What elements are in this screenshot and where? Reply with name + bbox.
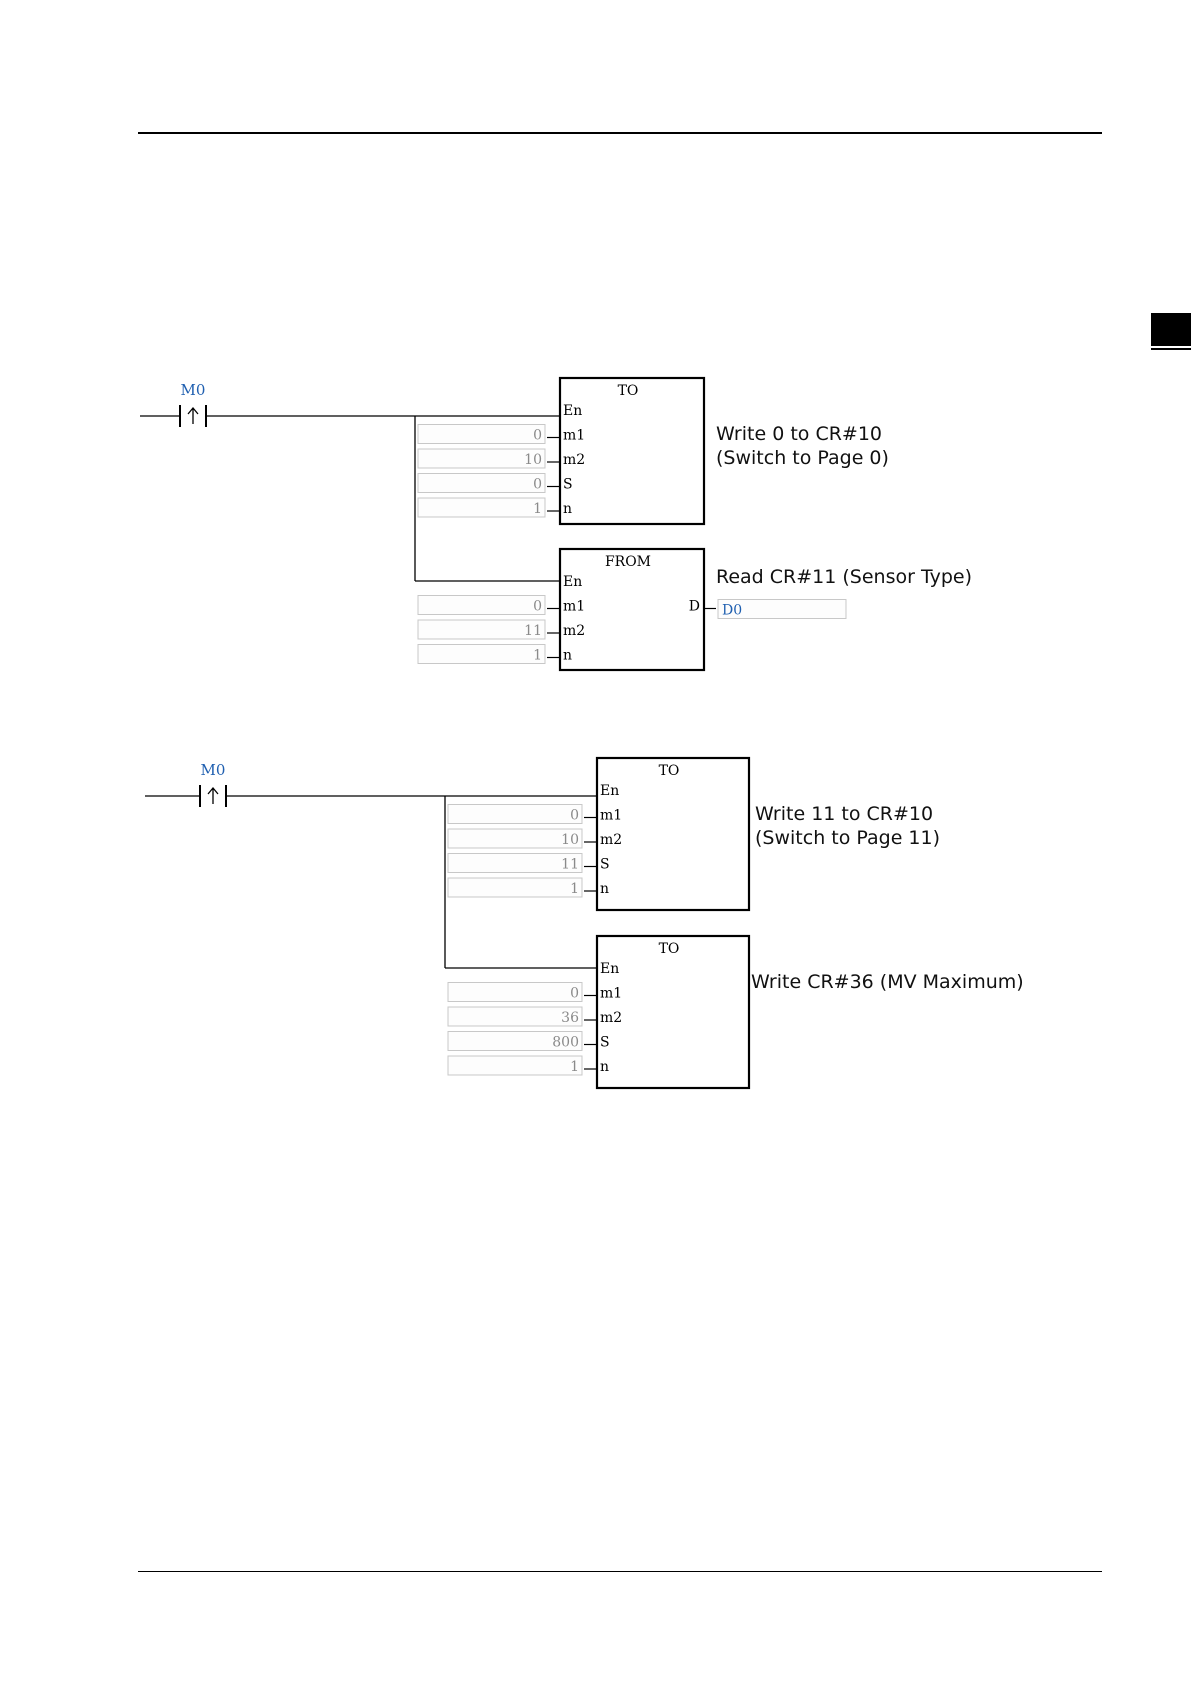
contact-device-label: M0 bbox=[201, 761, 226, 779]
operand-value: 0 bbox=[533, 477, 542, 493]
pin-label: m1 bbox=[563, 599, 585, 615]
pin-label: m1 bbox=[600, 808, 622, 824]
operand-field bbox=[448, 805, 582, 824]
operand-value: 1 bbox=[570, 1059, 579, 1075]
contact-device-label: M0 bbox=[181, 381, 206, 399]
operand-value: 10 bbox=[561, 832, 579, 848]
pin-label: En bbox=[563, 403, 582, 419]
pin-label: m1 bbox=[563, 428, 585, 444]
pin-label: m2 bbox=[563, 452, 585, 468]
operand-value: 0 bbox=[570, 808, 579, 824]
operand-field bbox=[448, 1056, 582, 1075]
pin-label: En bbox=[563, 574, 582, 590]
block-comment: Write 11 to CR#10 bbox=[755, 803, 933, 825]
block-name: TO bbox=[618, 383, 639, 399]
operand-value: 800 bbox=[552, 1035, 579, 1051]
operand-field bbox=[448, 878, 582, 897]
operand-field bbox=[418, 425, 545, 444]
block-comment: Write CR#36 (MV Maximum) bbox=[751, 971, 1024, 993]
rising-edge-contact-icon bbox=[208, 788, 218, 804]
pin-label: S bbox=[600, 857, 610, 873]
operand-value: 36 bbox=[561, 1010, 579, 1026]
operand-field bbox=[418, 498, 545, 517]
block-comment: (Switch to Page 11) bbox=[755, 827, 940, 849]
block-comment: Read CR#11 (Sensor Type) bbox=[716, 566, 972, 588]
output-pin-label: D bbox=[689, 599, 700, 615]
pin-label: n bbox=[563, 501, 572, 517]
operand-value: 0 bbox=[533, 428, 542, 444]
block-name: FROM bbox=[605, 554, 651, 570]
operand-value: 1 bbox=[533, 501, 542, 517]
pin-label: m2 bbox=[600, 832, 622, 848]
pin-label: n bbox=[563, 648, 572, 664]
operand-field bbox=[448, 983, 582, 1002]
block-name: TO bbox=[659, 941, 680, 957]
pin-label: m1 bbox=[600, 986, 622, 1002]
operand-value: 11 bbox=[524, 623, 542, 639]
operand-value: 1 bbox=[570, 881, 579, 897]
operand-field bbox=[418, 645, 545, 664]
block-name: TO bbox=[659, 763, 680, 779]
pin-label: n bbox=[600, 1059, 609, 1075]
operand-value: 1 bbox=[533, 648, 542, 664]
pin-label: S bbox=[563, 477, 573, 493]
operand-value: 0 bbox=[533, 599, 542, 615]
output-device: D0 bbox=[722, 603, 742, 619]
operand-value: 10 bbox=[524, 452, 542, 468]
pin-label: n bbox=[600, 881, 609, 897]
rising-edge-contact-icon bbox=[188, 408, 198, 424]
operand-value: 11 bbox=[561, 857, 579, 873]
pin-label: m2 bbox=[563, 623, 585, 639]
block-comment: Write 0 to CR#10 bbox=[716, 423, 882, 445]
operand-value: 0 bbox=[570, 986, 579, 1002]
pin-label: En bbox=[600, 783, 619, 799]
operand-field bbox=[418, 474, 545, 493]
pin-label: S bbox=[600, 1035, 610, 1051]
block-comment: (Switch to Page 0) bbox=[716, 447, 889, 469]
pin-label: En bbox=[600, 961, 619, 977]
function-block-to bbox=[560, 378, 704, 524]
pin-label: m2 bbox=[600, 1010, 622, 1026]
operand-field bbox=[418, 596, 545, 615]
